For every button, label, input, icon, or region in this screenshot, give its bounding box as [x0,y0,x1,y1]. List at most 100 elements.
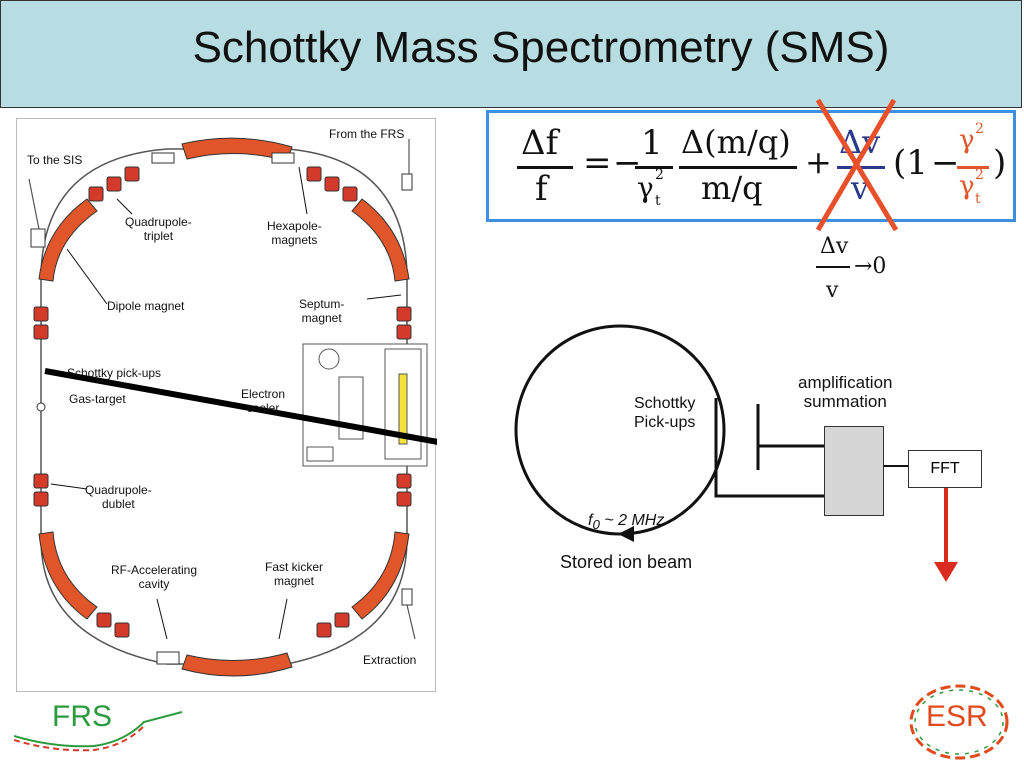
injection-element [401,173,413,191]
formula-lhs-bar [517,166,573,169]
quad-1 [88,186,104,202]
esr-ring-ellipse [909,684,1009,760]
formula-one: 1 [641,123,663,163]
quad-3 [124,166,140,182]
esr-logo-ring [909,684,1009,760]
formula-paren-close: ) [993,143,1007,183]
dipole-magnet-right-top [351,198,410,282]
formula-mq-bar [679,166,797,169]
frs-beamline-path [14,711,183,748]
quad-16 [114,622,130,638]
quad-14 [396,491,412,507]
quad-15 [96,612,112,628]
formula-mq-den: m/q [701,169,763,207]
limit-num: Δv [820,234,849,259]
label-amplification-summation: amplification summation [798,373,893,411]
freq-rest: ~ 2 MHz [599,512,665,529]
formula-gamma-ratio-bar [957,166,989,169]
pickup-arrow-shaft [44,368,478,452]
label-stored-ion-beam: Stored ion beam [560,552,693,572]
detector-schematic [514,324,958,582]
label-electron-cooler: Electron cooler [241,387,286,415]
extraction-element [401,588,413,606]
formula-gamma-den: γ [959,171,975,201]
storage-ring-diagram: From the FRS To the SIS Quadrupole- trip… [16,118,495,692]
ring-drawing [28,137,495,677]
quad-9 [396,306,412,322]
rf-cavity-element [156,651,180,665]
pointer-dipole [66,248,108,305]
quad-17 [316,622,332,638]
quad-10 [396,324,412,340]
cross-line-2 [815,98,897,232]
fft-box: FFT [908,450,982,488]
pointer-hexapole [298,166,308,215]
pointer-quadrupole-triplet [116,198,133,215]
dipole-magnet-bottom [181,652,293,677]
formula-minus-2: − [931,143,960,183]
quad-4 [306,166,322,182]
esr-logo: ESR [926,700,988,734]
cooler-base [306,446,334,462]
formula-lhs-num: Δf [521,123,559,163]
label-dipole-magnet: Dipole magnet [107,299,185,313]
hexapole-1 [151,152,175,164]
quad-8 [33,324,49,340]
sis-element [30,228,46,248]
esr-logo-text: ESR [926,700,988,733]
limit-den: v [826,278,839,303]
quad-13 [396,473,412,489]
formula-gamma-t-sub: t [655,193,661,209]
formula-gamma-bar [635,166,673,169]
dipole-magnet-left-top [38,198,98,282]
esr-ring-ellipse-inner [914,689,1004,755]
frs-logo-text: FRS [52,700,112,733]
formula-gamma-den-sub: t [975,191,981,207]
fft-output-arrowhead [934,562,958,582]
fft-label: FFT [930,460,960,477]
limit-arrow-zero: →0 [854,254,887,279]
formula-mq-num: Δ(m/q) [681,123,791,161]
to-sis-line [28,178,40,230]
quad-18 [334,612,350,628]
ion-beam-arrowhead [618,526,634,542]
formula-gamma-den-sup: 2 [975,167,984,183]
formula-gamma-t: γ [637,171,654,204]
dipole-magnet-left-bottom [38,531,98,620]
formula-plus: + [805,143,832,181]
formula-gamma-num-sup: 2 [975,121,984,137]
label-quadrupole-dublet: Quadrupole- dublet [85,483,152,511]
frs-beamline-path-2 [14,725,145,752]
amplifier-box [824,426,884,516]
label-septum-magnet: Septum- magnet [299,297,345,325]
gas-target-element [36,402,46,412]
pointer-septum [366,294,402,300]
pointer-quadrupole-dublet [50,483,88,490]
limit-bar [816,266,850,268]
label-hexapole-magnets: Hexapole- magnets [267,219,322,247]
pointer-kicker [278,598,288,640]
formula-paren-open: (1 [893,143,928,183]
page-title: Schottky Mass Spectrometry (SMS) [192,23,890,72]
title-bar: Schottky Mass Spectrometry (SMS) [0,0,1022,108]
extraction-line [406,604,416,640]
quad-2 [106,176,122,192]
freq-f: f [588,512,593,529]
frs-logo: FRS [52,700,112,734]
quad-11 [33,473,49,489]
label-revolution-frequency: f0 ~ 2 MHz [588,511,664,534]
cross-out-mark [815,98,899,232]
label-rf-cavity: RF-Accelerating cavity [111,563,198,591]
formula-gamma-t-sup: 2 [655,167,664,183]
pointer-rf [156,598,168,640]
label-extraction: Extraction [363,653,417,667]
dipole-magnet-right-bottom [351,531,410,620]
quad-5 [324,176,340,192]
formula-lhs-den: f [535,169,548,209]
cooler-beam [398,373,408,445]
label-gas-target: Gas-target [69,392,126,406]
freq-sub: 0 [592,517,600,533]
formula-equals: = [583,143,612,183]
quad-7 [33,306,49,322]
frs-logo-beamline [14,711,183,752]
